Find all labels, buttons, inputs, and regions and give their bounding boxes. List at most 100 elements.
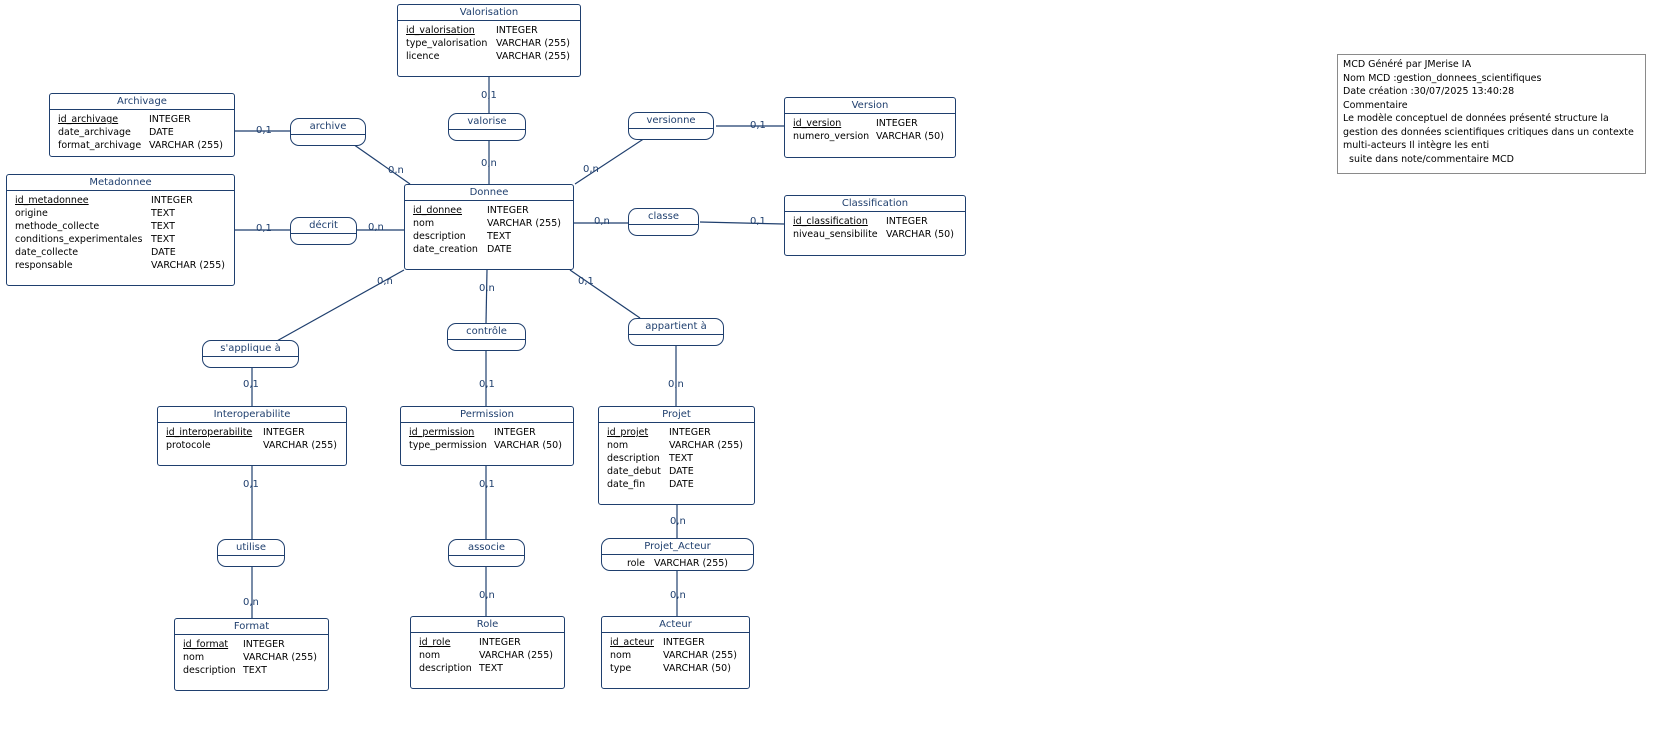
association-valorise[interactable]: valorise [448,113,526,141]
link-versionne-donnee [574,137,646,185]
cardinality: 0,1 [578,276,594,287]
association-projet-acteur[interactable]: Projet_Acteur role VARCHAR (255) [601,538,754,571]
link-classe-classification [699,221,785,225]
association-archive[interactable]: archive [290,118,366,146]
association-controle[interactable]: contrôle [447,323,526,351]
entity-name: Donnee [405,185,573,201]
association-associe[interactable]: associe [448,539,525,567]
cardinality: 0,1 [256,223,272,234]
association-classe[interactable]: classe [628,208,699,236]
cardinality: 0,n [668,379,684,390]
association-utilise[interactable]: utilise [217,539,285,567]
cardinality: 0,n [583,164,599,175]
association-versionne[interactable]: versionne [628,112,714,140]
link-donnee-sapplique [274,269,405,343]
cardinality: 0,1 [243,379,259,390]
cardinality: 0,n [670,516,686,527]
entity-name: Acteur [602,617,749,633]
cardinality: 0,n [479,590,495,601]
info-model-name: Nom MCD :gestion_donnees_scientifiques [1343,72,1542,84]
association-name: appartient à [629,319,723,335]
info-comment-line: gestion des données scientifiques critiq… [1343,126,1634,138]
cardinality: 0,n [479,283,495,294]
association-name: archive [291,119,365,135]
association-name: utilise [218,540,284,556]
cardinality: 0,1 [256,125,272,136]
association-name: associe [449,540,524,556]
entity-name: Role [411,617,564,633]
cardinality: 0,n [377,276,393,287]
info-generator: MCD Généré par JMerise IA [1343,59,1472,70]
entity-name: Permission [401,407,573,423]
cardinality: 0,1 [750,120,766,131]
entity-name: Projet [599,407,754,423]
link-archive-donnee [349,141,411,185]
association-sapplique[interactable]: s'applique à [202,340,299,368]
cardinality: 0,1 [479,379,495,390]
link-donnee-controle [485,269,488,324]
association-name: s'applique à [203,341,298,357]
association-decrit[interactable]: décrit [290,217,357,245]
entity-name: Valorisation [398,5,580,21]
cardinality: 0,1 [243,479,259,490]
entity-name: Interoperabilite [158,407,346,423]
cardinality: 0,n [594,216,610,227]
association-name: décrit [291,218,356,234]
association-name: versionne [629,113,713,129]
entity-name: Metadonnee [7,175,234,191]
association-attribute: role VARCHAR (255) [626,558,729,569]
association-appartient[interactable]: appartient à [628,318,724,346]
entity-name: Version [785,98,955,114]
association-name: classe [629,209,698,225]
info-creation-date: Date création :30/07/2025 13:40:28 [1343,86,1515,97]
info-comment-line: Le modèle conceptuel de données présenté… [1343,113,1609,124]
mcd-info-box: MCD Généré par JMerise IA Nom MCD :gesti… [1337,54,1646,174]
association-name: contrôle [448,324,525,340]
